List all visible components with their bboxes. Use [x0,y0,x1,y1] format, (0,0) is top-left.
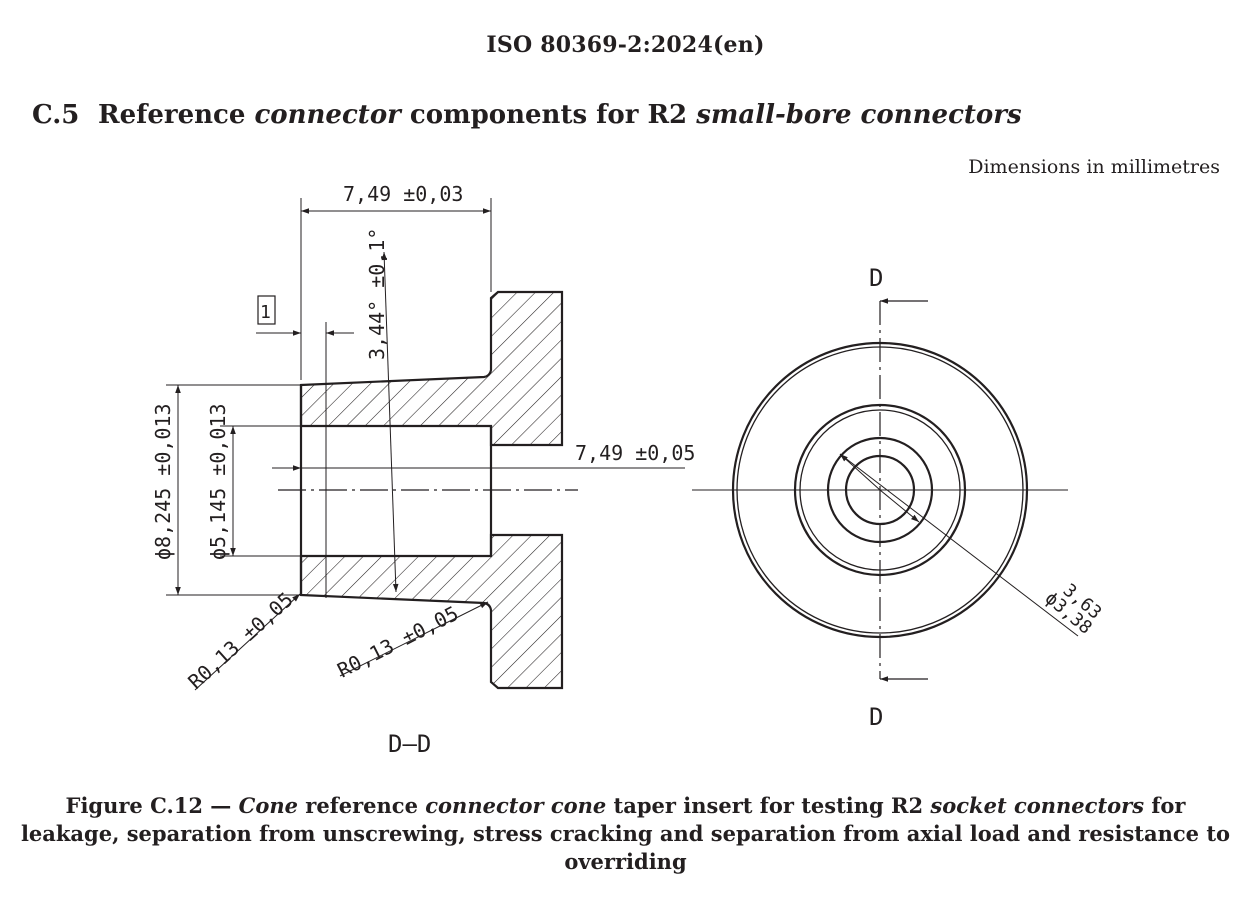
caption-p5: socket connectors [930,793,1145,818]
caption-p3: connector cone [425,793,607,818]
caption-p4: taper insert for testing R2 [606,793,931,818]
end-view [692,298,1079,682]
dim-outer-diameter: ϕ8,245 ±0,013 [151,403,175,560]
section-label-bottom: D [869,703,883,731]
section-view [166,198,685,691]
section-title-1: Reference [98,100,255,130]
callout-number: 1 [260,302,271,323]
caption-p1: Cone [238,793,298,818]
upper-wall-section [299,290,564,447]
dim-radius-shoulder: R0,13 ±0,05 [333,601,462,683]
section-number: C.5 [32,100,80,130]
dim-taper-angle: 3,44° ±0,1° [365,228,389,360]
caption-p6: for leakage, separation from unscrewing,… [20,793,1231,874]
caption-lead: Figure C.12 — [65,793,239,818]
dim-bore-length: 7,49 ±0,05 [575,441,695,465]
section-heading: C.5 Reference connector components for R2… [32,100,1022,130]
dim-top-length: 7,49 ±0,03 [343,182,463,206]
figure-caption: Figure C.12 — Cone reference connector c… [20,792,1231,876]
standard-header: ISO 80369-2:2024(en) [486,32,765,58]
section-title-3: components for R2 [400,100,697,130]
caption-p2: reference [297,793,426,818]
section-view-label: D–D [388,730,431,758]
dim-inner-diameter: ϕ5,145 ±0,013 [206,403,230,560]
dim-radius-front: R0,13 ±0,05 [183,587,297,693]
section-title-2: connector [254,100,401,130]
units-note: Dimensions in millimetres [968,156,1220,178]
section-title-4: small-bore connectors [696,100,1022,130]
section-label-top: D [869,264,883,292]
